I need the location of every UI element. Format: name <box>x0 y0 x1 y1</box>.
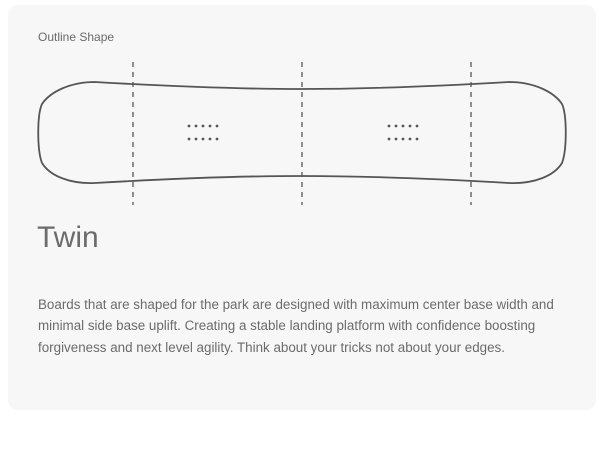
outline-shape-card: Outline Shape Twin Boards that are shape… <box>8 5 596 410</box>
shape-title: Twin <box>37 221 99 254</box>
snowboard-outline-diagram <box>37 62 567 205</box>
section-label: Outline Shape <box>38 30 115 44</box>
binding-inserts-left <box>187 124 219 141</box>
shape-description: Boards that are shaped for the park are … <box>38 297 554 355</box>
board-outline <box>37 81 567 184</box>
binding-inserts-right <box>387 124 419 141</box>
